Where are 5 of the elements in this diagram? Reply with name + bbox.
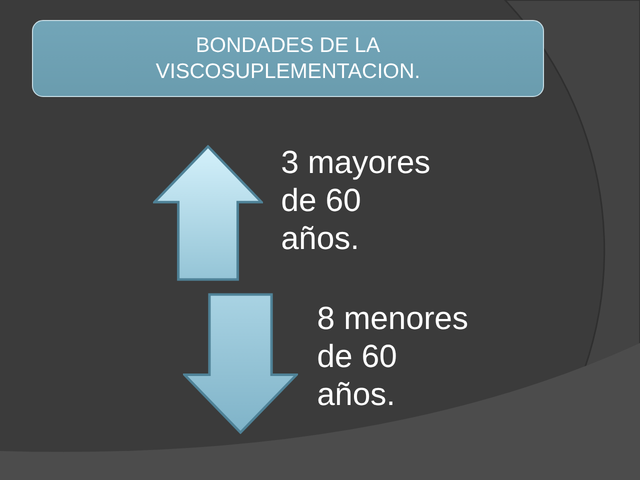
up-arrow <box>153 145 263 281</box>
slide-title: BONDADES DE LA VISCOSUPLEMENTACION. <box>32 20 544 97</box>
down-arrow <box>183 293 298 434</box>
arrow-caption: 3 mayores de 60 años. <box>281 143 432 257</box>
arrow-caption: 8 menores de 60 años. <box>317 299 470 413</box>
